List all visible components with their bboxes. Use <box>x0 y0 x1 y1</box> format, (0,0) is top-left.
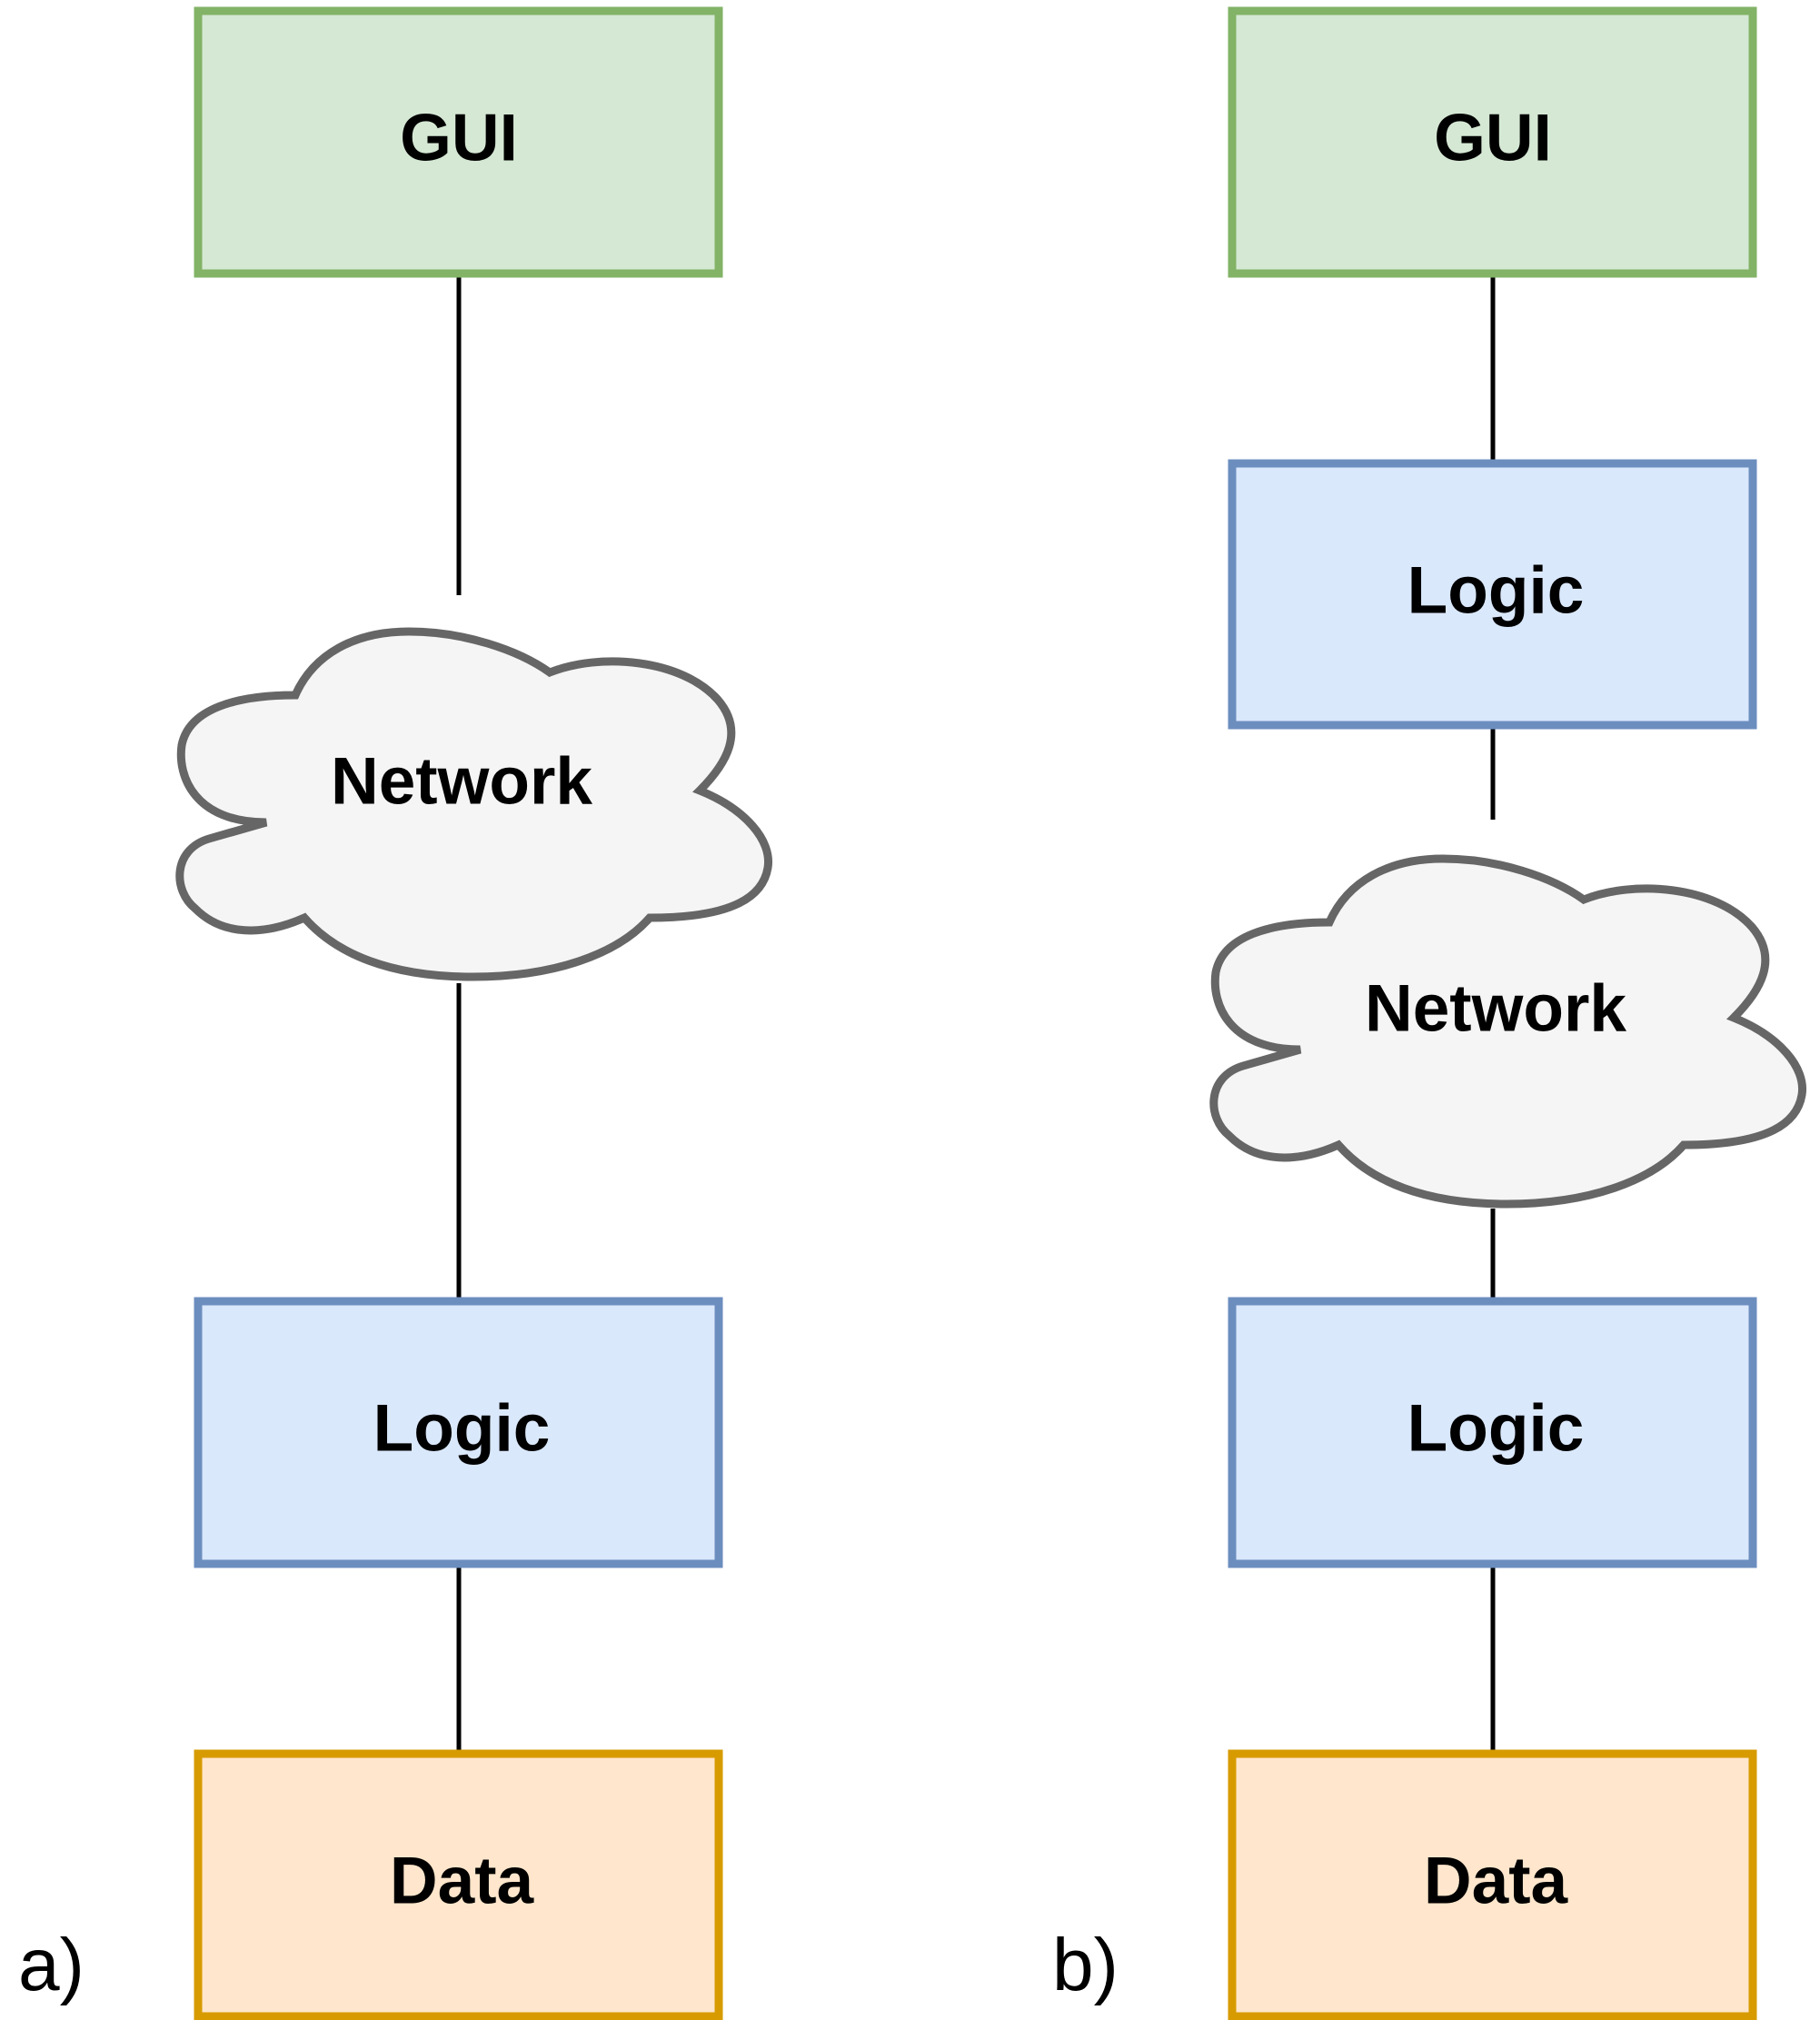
network-cloud-a: Network <box>180 632 769 977</box>
logic-server-box-b: Logic <box>1228 1297 1757 1568</box>
gui-label-b: GUI <box>1434 101 1552 174</box>
logic-box-a: Logic <box>194 1297 723 1568</box>
panel-b: GUI Logic Network Logic Data b) <box>1052 6 1803 2020</box>
logic-server-label-b: Logic <box>1407 1391 1585 1465</box>
data-box-a: Data <box>194 1749 723 2020</box>
logic-client-label-b: Logic <box>1407 553 1585 627</box>
panel-label-a: a) <box>18 1924 85 2006</box>
gui-box-b: GUI <box>1228 6 1757 278</box>
network-label-b: Network <box>1365 971 1626 1045</box>
gui-label-a: GUI <box>400 101 518 174</box>
network-cloud-b: Network <box>1214 859 1803 1204</box>
logic-label-a: Logic <box>373 1391 551 1465</box>
data-label-b: Data <box>1424 1844 1569 1917</box>
gui-box-a: GUI <box>194 6 723 278</box>
data-label-a: Data <box>390 1844 535 1917</box>
panel-a: GUI Network Logic Data a) <box>18 6 769 2020</box>
network-label-a: Network <box>331 744 592 818</box>
panel-label-b: b) <box>1052 1924 1119 2006</box>
logic-client-box-b: Logic <box>1228 459 1757 730</box>
data-box-b: Data <box>1228 1749 1757 2020</box>
